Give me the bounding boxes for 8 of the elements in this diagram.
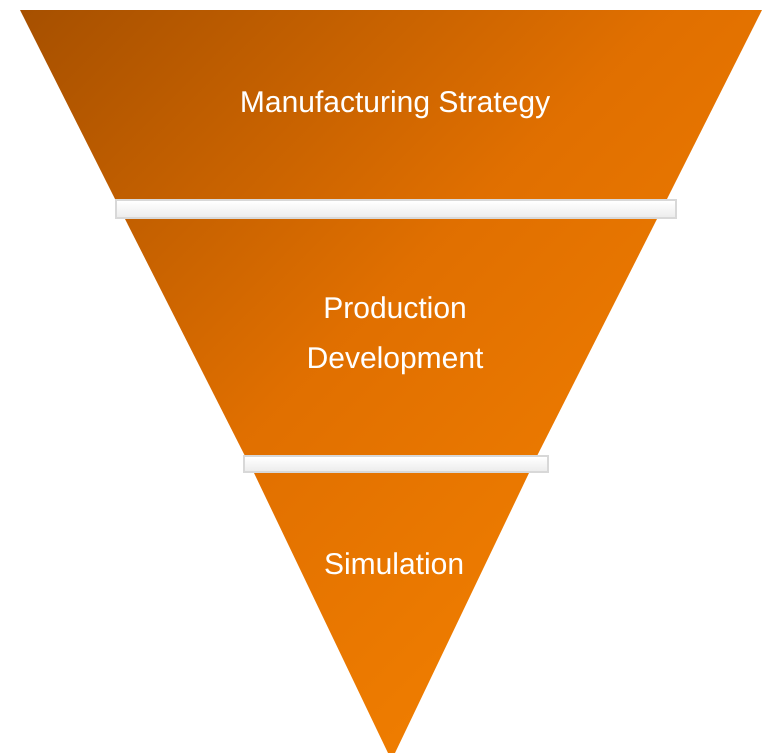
separator-bar [115, 199, 677, 219]
funnel-segment [254, 473, 529, 753]
funnel-segment [125, 219, 657, 456]
segment-label: Manufacturing Strategy [238, 85, 552, 121]
segment-label: Simulation [322, 547, 466, 583]
segment-label: Production Development [306, 291, 484, 377]
funnel-segment [20, 10, 762, 199]
separator-bar [243, 455, 549, 473]
